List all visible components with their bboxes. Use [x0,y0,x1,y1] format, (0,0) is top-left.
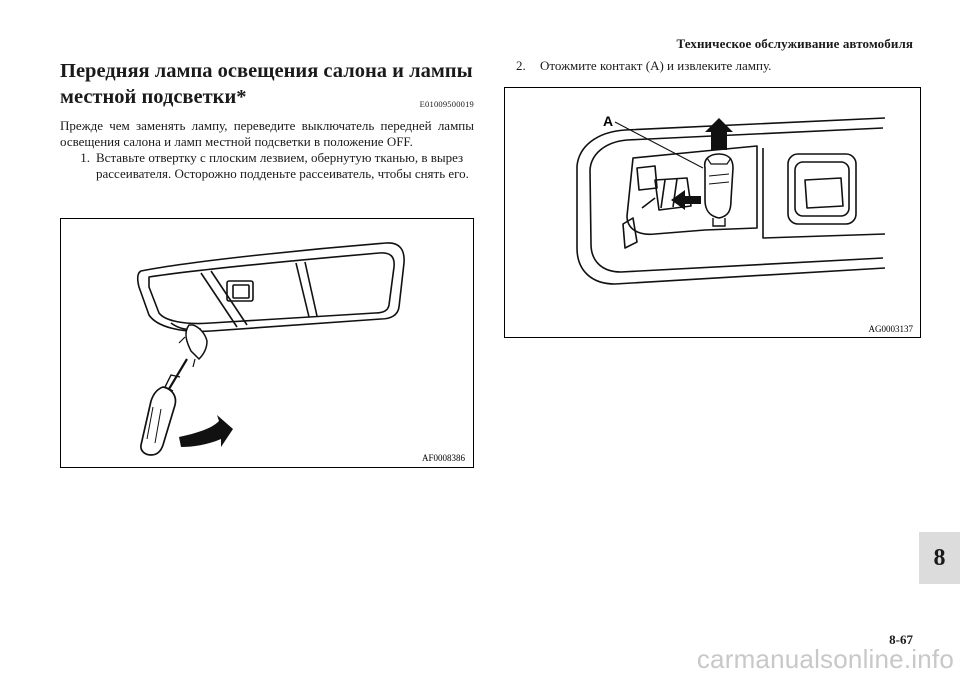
step-number: 2. [516,58,526,73]
section-title-line2: местной подсветки* [60,86,247,108]
page-number: 8-67 [889,632,913,647]
section-title: Передняя лампа освещения салона и лампы … [60,58,474,110]
bulb-removal-illustration: A AG0003137 [576,113,914,334]
lens-removal-illustration: AF0008386 [136,242,466,463]
section-title-line1: Передняя лампа освещения салона и лампы [60,60,473,82]
watermark: carmanualsonline.info [696,644,954,674]
right-column: 2. Отожмите контакт (A) и извлеките ламп… [504,58,920,74]
step-number: 1. [80,150,90,165]
figure-id-1: AF0008386 [422,453,466,463]
chapter-tab: 8 [919,532,960,584]
figure-lens-removal: AF0008386 [60,218,474,468]
running-header: Техническое обслуживание автомобиля [676,36,913,51]
section-code: E01009500019 [419,99,474,109]
step-item: 1. Вставьте отвертку с плоским лезвием, … [60,150,474,182]
figure-id-2: AG0003137 [869,324,914,334]
step-text: Отожмите контакт (A) и извлеките лампу. [540,58,772,73]
callout-a: A [603,113,613,129]
section-heading: Передняя лампа освещения салона и лампы … [60,58,474,110]
step-item: 2. Отожмите контакт (A) и извлеките ламп… [504,58,920,74]
left-column: Передняя лампа освещения салона и лампы … [60,58,474,182]
figure-bulb-removal: A AG0003137 [504,87,921,338]
intro-paragraph: Прежде чем заменять лампу, переведите вы… [60,118,474,149]
step-text: Вставьте отвертку с плоским лезвием, обе… [96,150,469,181]
